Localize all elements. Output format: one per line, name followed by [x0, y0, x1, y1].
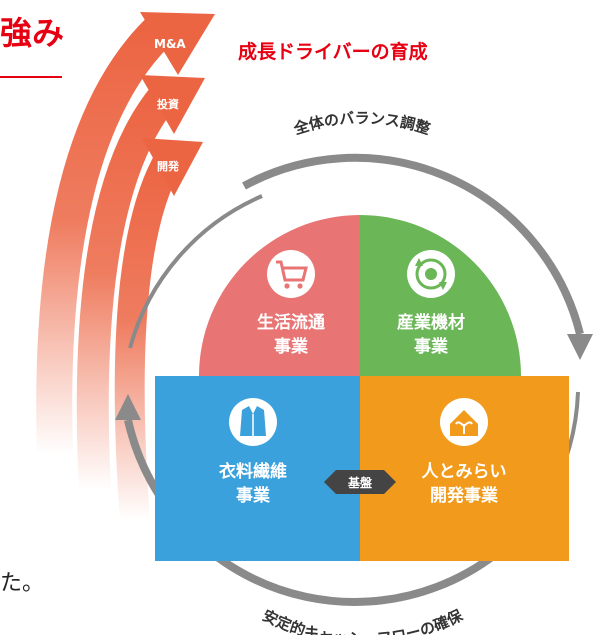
ring-top-label: 全体のバランス調整: [291, 109, 433, 138]
ring-arrowhead-right: [567, 334, 593, 360]
future-label-line1: 人とみらい: [422, 462, 507, 482]
foundation-badge: 基盤: [324, 470, 396, 494]
ring-arc-left: [128, 194, 263, 349]
arrow-label-ma: M&A: [154, 37, 186, 51]
industrial-label-line1: 産業機材: [397, 312, 465, 333]
lifestyle-label-line2: 事業: [274, 336, 308, 357]
arrow-label-investment: 投資: [157, 97, 179, 111]
growth-arrows: M&A 投資 開発: [36, 12, 215, 522]
ring-arrowhead-left: [115, 394, 141, 420]
jacket-icon: [229, 398, 277, 446]
section-title-fragment: 強み: [0, 14, 65, 52]
industrial-label-line2: 事業: [414, 336, 448, 357]
growth-driver-heading: 成長ドライバーの育成: [238, 41, 428, 63]
ring-bottom-label: 安定的キャッシュフローの確保: [260, 606, 467, 635]
recycle-gear-icon: [407, 250, 455, 298]
arrow-ma: [36, 12, 215, 456]
ring-arc-top: [242, 153, 584, 335]
foundation-badge-label: 基盤: [347, 475, 373, 490]
title-underline: [0, 76, 62, 78]
shopping-cart-icon: [267, 250, 315, 298]
arrow-development: [114, 138, 203, 522]
textile-label-line2: 事業: [236, 485, 270, 506]
lifestyle-label-line1: 生活流通: [257, 312, 325, 333]
footer-text-fragment: た。: [0, 571, 45, 596]
arrow-investment: [76, 75, 205, 491]
arrow-label-development: 開発: [157, 159, 180, 173]
house-sprout-icon: [440, 398, 488, 446]
segment-lifestyle: [199, 215, 360, 376]
textile-label-line1: 衣料繊維: [219, 461, 287, 482]
future-label-line2: 開発事業: [430, 485, 498, 506]
